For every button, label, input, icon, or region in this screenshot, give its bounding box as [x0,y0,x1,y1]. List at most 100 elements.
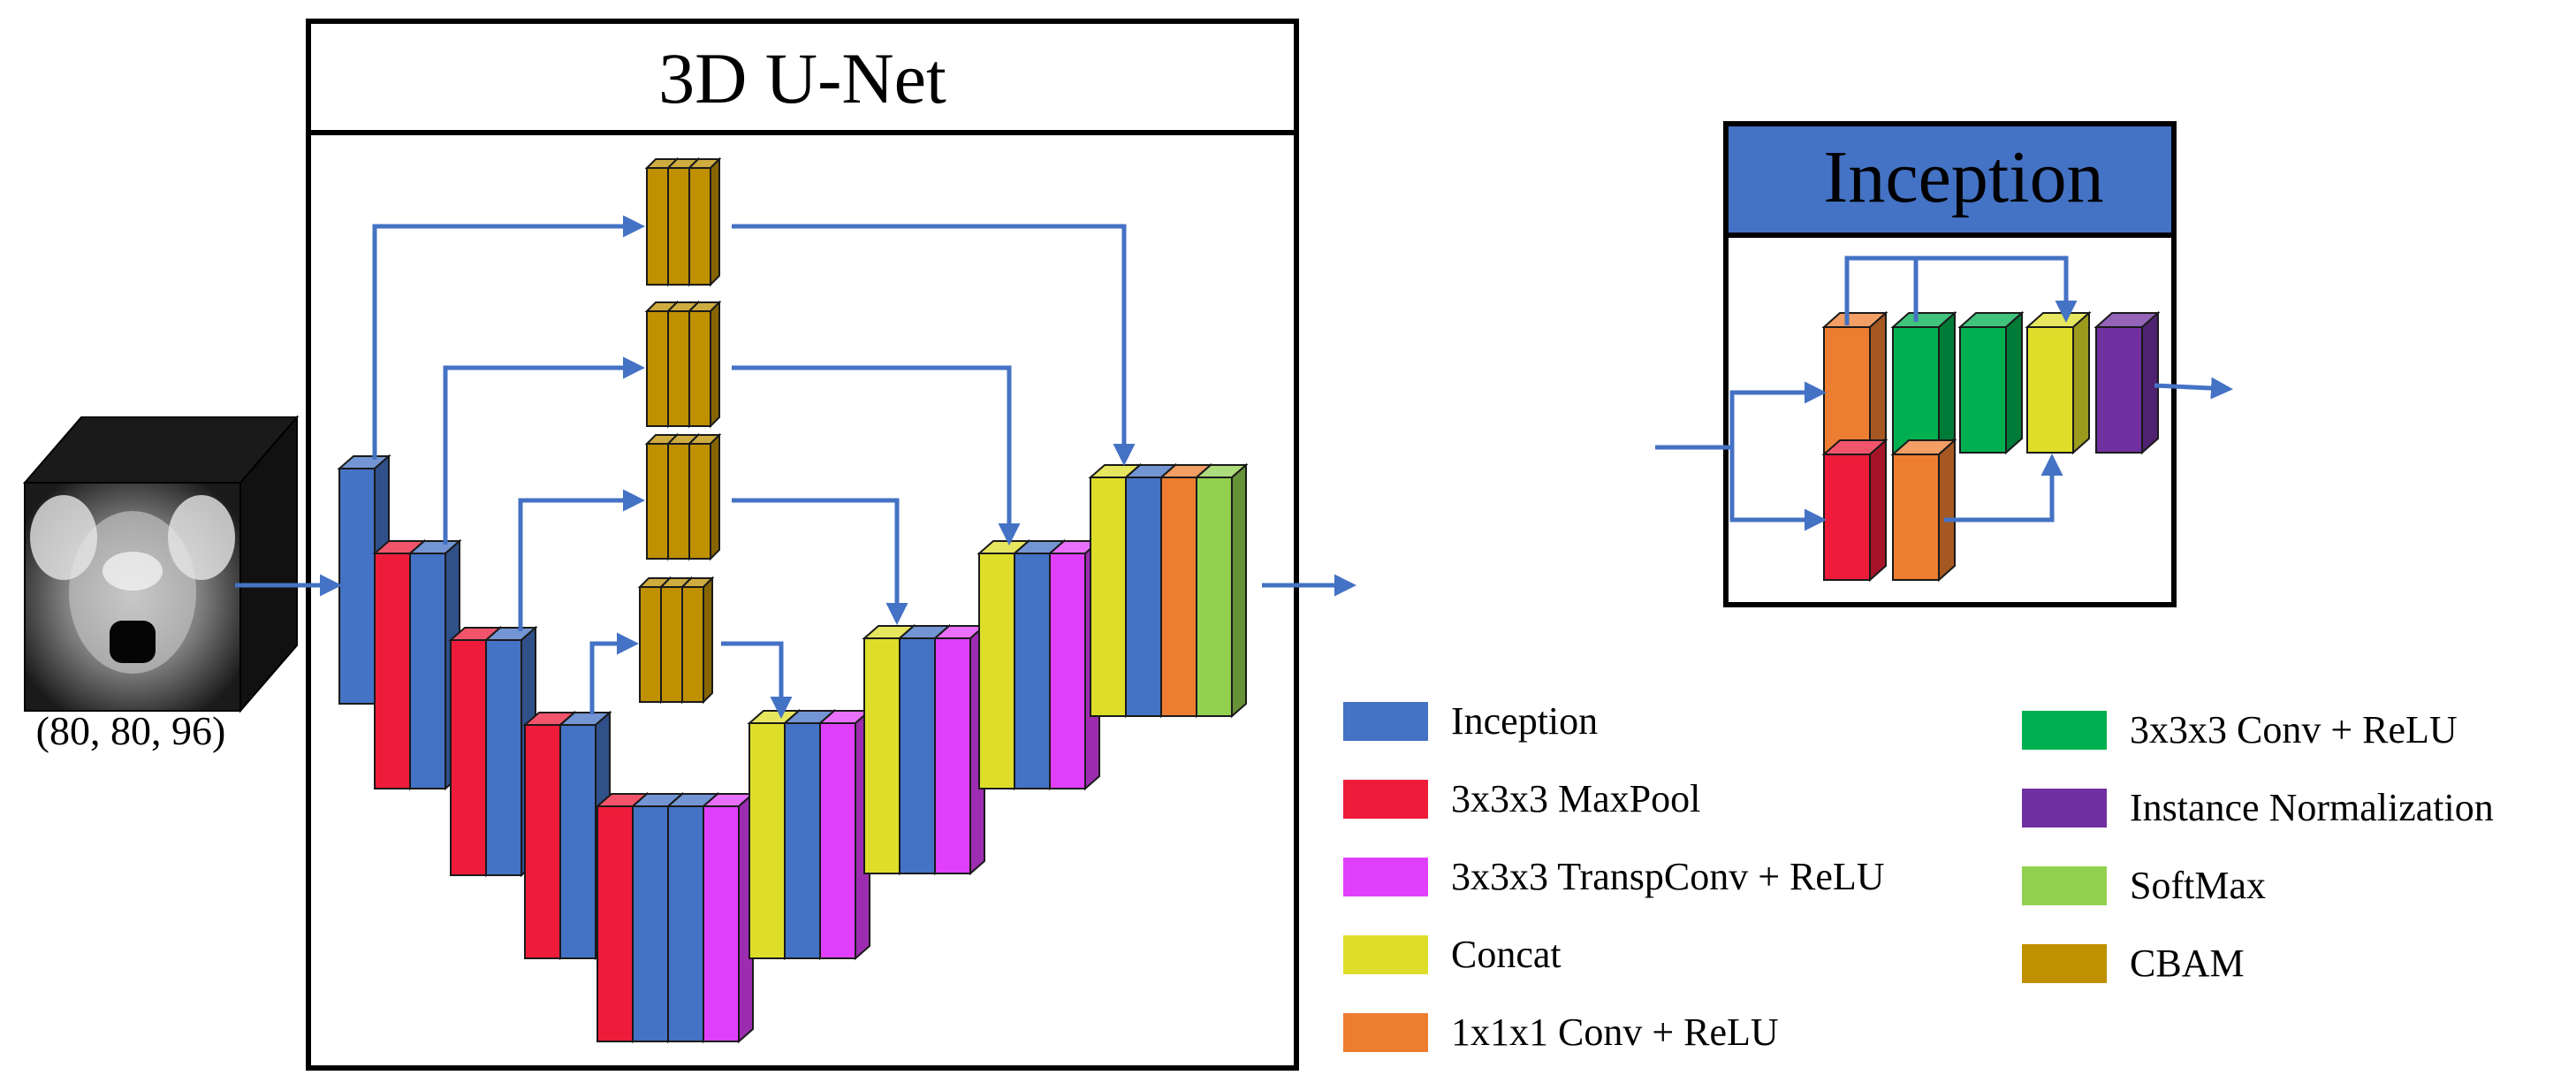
cbam-block-4-3-side [703,576,713,705]
legend-left-label-2: 3x3x3 MaxPool [1451,777,1700,820]
legend-right-swatch-2 [2022,789,2107,828]
input-volume: (80, 80, 96) [22,415,300,753]
cbam-block-1-3 [687,156,722,287]
inception-block-5-front [1959,326,2007,454]
cbam-block-2-3-side [710,300,720,429]
inception-block-5-side [2005,310,2023,455]
inception-block-4-front [1892,454,1940,581]
unet-block-level-8-1-front [978,553,1015,789]
unet-block-level-5-4 [701,791,756,1044]
inception-output-arrow [2154,377,2233,400]
skip-arrow-1-to-cbam [372,215,645,460]
unet-block-level-6-3 [817,708,872,961]
legend-left-label-5: 1x1x1 Conv + ReLU [1451,1011,1779,1054]
inception-block-3 [1890,310,1957,455]
legend-left-swatch-2 [1343,780,1428,819]
legend-right-column: 3x3x3 Conv + ReLU Instance NormalizationS… [2022,708,2494,985]
unet-block-level-9-1-front [1090,477,1127,717]
legend-left-swatch-1 [1343,702,1428,741]
legend-right-label-1: 3x3x3 Conv + ReLU [2130,708,2458,751]
unet-block-level-9-4-front [1196,477,1233,717]
cbam-block-1-2-front [667,167,690,286]
inception-block-1-side [1869,310,1887,455]
inception-block-2 [1821,438,1888,583]
unet-block-level-8-3-front [1049,553,1086,789]
cbam-block-4-1-front [639,586,662,703]
cbam-block-4-2-front [660,586,683,703]
inception-block-7-front [2095,326,2143,454]
unet-block-level-5-1-front [597,805,634,1042]
inception-block-5 [1957,310,2025,455]
skip-arrow-2-from-cbam [732,365,1021,545]
unet-block-level-3-2-front [485,639,522,876]
legend-right-label-4: CBAM [2130,942,2245,985]
unet-block-level-7-3-front [934,637,971,874]
unet-block-level-5-4-front [703,805,740,1042]
inception-block-3-side [1938,310,1956,455]
inception-block-6-front [2026,326,2074,454]
unet-block-level-9-3-front [1160,477,1197,717]
inception-block-1 [1821,310,1888,455]
unet-title: 3D U-Net [658,38,946,118]
inception-block-7 [2093,310,2161,455]
unet-arrows [235,215,1356,719]
legend-left-label-4: Concat [1451,933,1562,976]
cbam-block-3-3-front [688,443,711,560]
skip-arrow-1-from-cbam [732,224,1136,466]
unet-block-level-6-2-front [784,722,821,959]
legend-right-label-2: Instance Normalization [2130,786,2494,829]
skip-arrow-4-to-cbam [589,632,639,714]
cbam-block-1-3-front [688,167,711,286]
inception-branch-upper [1729,381,1827,447]
inception-block-6 [2025,310,2092,455]
cbam-block-4-3 [680,576,715,705]
legend-left-label-1: Inception [1451,699,1598,743]
legend-left-swatch-3 [1343,858,1428,896]
legend-right-swatch-3 [2022,866,2107,905]
cbam-block-2-3-front [688,310,711,427]
cbam-block-3-3 [687,432,722,561]
unet-block-level-9-2-front [1125,477,1162,717]
inception-block-2-side [1869,438,1887,583]
cbam-block-4-3-front [681,586,704,703]
unet-block-level-7-1-front [863,637,900,874]
inception-block-4 [1890,438,1957,583]
cbam-block-1-3-side [710,156,720,287]
inception-block-7-side [2141,310,2159,455]
cbam-block-2-2-front [667,310,690,427]
legend-left-swatch-5 [1343,1013,1428,1052]
inception-lower-to-concat [1944,454,2063,522]
skip-arrow-3-to-cbam [518,489,645,631]
unet-block-level-4-1-front [524,724,561,959]
inception-block-4-side [1938,438,1956,583]
cbam-block-3-1-front [646,443,669,560]
inception-branch-lower [1729,447,1827,531]
unet-block-level-8-2-front [1014,553,1051,789]
unet-block-level-2-1-front [374,553,411,789]
unet-block-level-4-2-front [559,724,597,959]
input-shape-label: (80, 80, 96) [36,708,226,753]
skip-arrow-2-to-cbam [443,356,645,545]
legend-right-label-3: SoftMax [2130,864,2266,907]
unet-block-level-1-1-front [338,468,376,705]
unet-block-level-9-4-side [1231,462,1247,719]
inception-block-6-side [2072,310,2090,455]
unet-block-level-6-1-front [748,722,786,959]
cbam-block-2-1-front [646,310,669,427]
input-scan-image [24,482,241,712]
unet-block-level-7-2-front [899,637,936,874]
unet-block-level-5-3-front [667,805,704,1042]
inception-blocks [1821,310,2161,583]
unet-block-level-3-1-front [450,639,487,876]
inception-panel: Inception [1723,121,2177,607]
unet-block-level-5-2-front [632,805,669,1042]
legend-right-swatch-4 [2022,944,2107,983]
cbam-block-2-3 [687,300,722,429]
unet-block-level-2-2-front [409,553,446,789]
inception-block-1-front [1823,326,1871,454]
cbam-block-3-2-front [667,443,690,560]
cbam-block-3-3-side [710,432,720,561]
inception-top-skip-arrow [1844,255,2078,325]
